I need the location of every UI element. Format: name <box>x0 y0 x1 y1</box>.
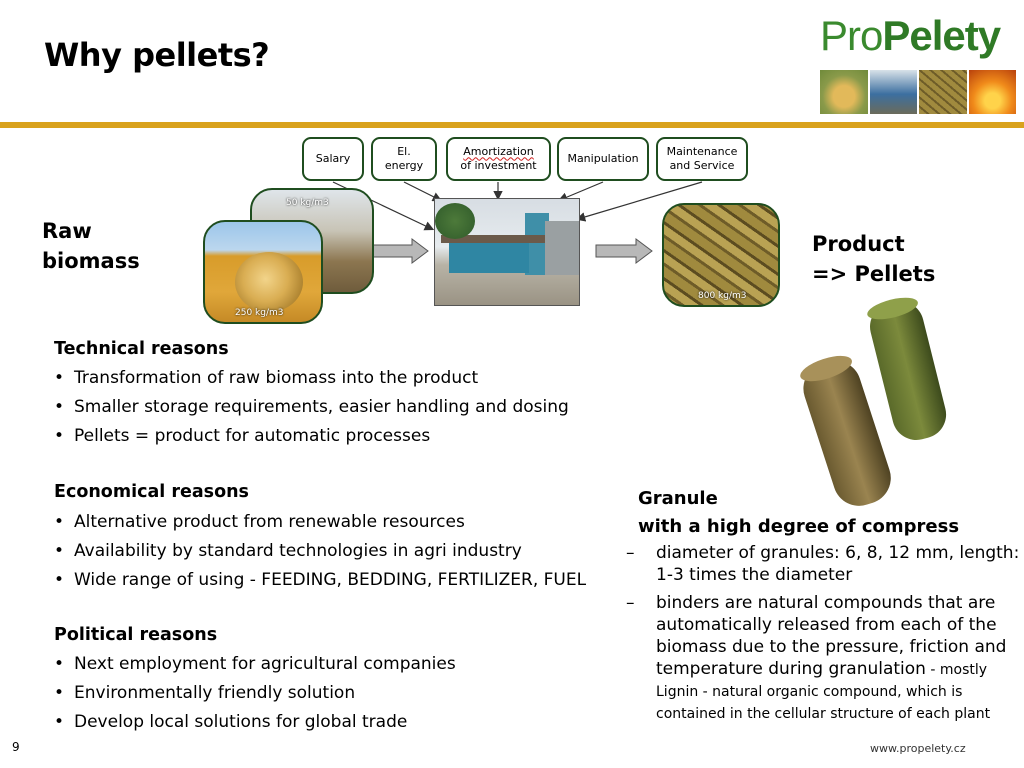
pellet-brown <box>800 355 891 506</box>
list-item: Alternative product from renewable resou… <box>54 508 586 537</box>
logo-photo-strip <box>820 70 1016 114</box>
economical-reasons-list: Alternative product from renewable resou… <box>54 508 586 595</box>
list-item: Next employment for agricultural compani… <box>54 650 456 679</box>
cost-box-salary-label: Salary <box>315 152 351 166</box>
granule-title-line2: with a high degree of compress <box>638 516 960 537</box>
cost-box-salary: Salary <box>302 137 364 181</box>
connector-manipulation <box>557 181 604 202</box>
logo-text-pro: Pro <box>820 12 883 59</box>
raw-biomass-photo-front: 250 kg/m3 <box>203 220 323 324</box>
slide-title: Why pellets? <box>44 36 270 74</box>
list-item: diameter of granules: 6, 8, 12 mm, lengt… <box>622 542 1022 586</box>
list-item: Smaller storage requirements, easier han… <box>54 393 569 422</box>
list-item: Environmentally friendly solution <box>54 679 456 708</box>
list-item: Develop local solutions for global trade <box>54 708 456 737</box>
cost-box-energy-line1: El. <box>397 145 411 159</box>
plant-machinery-image <box>449 243 529 273</box>
cost-box-maintenance-line1: Maintenance <box>666 145 738 159</box>
product-pellets-label: Product => Pellets <box>812 229 935 290</box>
list-item: Availability by standard technologies in… <box>54 537 586 566</box>
propelety-logo: ProPelety <box>820 12 1016 114</box>
cost-connector-lines <box>332 181 703 264</box>
cost-box-energy: El.energy <box>371 137 437 181</box>
pellet-closeup-image <box>800 297 947 506</box>
raw-biomass-label-line2: biomass <box>42 249 140 274</box>
product-label-line1: Product <box>812 232 905 256</box>
granule-title: Granule with a high degree of compress <box>638 485 959 541</box>
pellets-photo: 800 kg/m3 <box>662 203 780 307</box>
granule-title-line1: Granule <box>638 488 718 509</box>
header-divider <box>0 122 1024 128</box>
logo-wordmark: ProPelety <box>820 12 1001 60</box>
list-item: Transformation of raw biomass into the p… <box>54 364 569 393</box>
density-label-back: 50 kg/m3 <box>286 198 329 208</box>
raw-biomass-label: Raw biomass <box>42 216 140 277</box>
economical-reasons-heading: Economical reasons <box>54 482 249 502</box>
granule-lignin-note: - mostly Lignin - natural organic compou… <box>656 662 991 722</box>
density-label-front: 250 kg/m3 <box>235 308 284 318</box>
technical-reasons-list: Transformation of raw biomass into the p… <box>54 364 569 451</box>
pellet-green <box>867 297 947 440</box>
granule-dimensions-text: diameter of granules: 6, 8, 12 mm, lengt… <box>656 543 1020 585</box>
plant-roof-image <box>441 235 575 243</box>
plant-hall-image <box>545 221 579 275</box>
granule-binders-text: binders are natural compounds that are a… <box>656 593 1007 679</box>
granule-properties-list: diameter of granules: 6, 8, 12 mm, lengt… <box>622 542 1022 730</box>
logo-bale-photo <box>820 70 868 114</box>
political-reasons-list: Next employment for agricultural compani… <box>54 650 456 737</box>
raw-biomass-label-line1: Raw <box>42 219 92 243</box>
page-number: 9 <box>12 740 20 754</box>
cost-box-maintenance-line2: and Service <box>669 159 735 172</box>
political-reasons-heading: Political reasons <box>54 625 218 645</box>
product-label-line2: => Pellets <box>812 262 936 287</box>
flow-arrow-left <box>371 238 429 264</box>
website-url: www.propelety.cz <box>870 742 966 755</box>
logo-fire-photo <box>968 70 1016 114</box>
logo-pellets-photo <box>919 70 967 114</box>
cost-box-manipulation: Manipulation <box>557 137 649 181</box>
list-item: Wide range of using - FEEDING, BEDDING, … <box>54 566 586 595</box>
density-label-pellets: 800 kg/m3 <box>698 291 747 301</box>
pelleting-plant-photo <box>434 198 580 306</box>
list-item: Pellets = product for automatic processe… <box>54 422 569 451</box>
list-item: binders are natural compounds that are a… <box>622 592 1022 724</box>
hay-bale-image <box>235 252 303 312</box>
plant-trees-image <box>435 203 475 239</box>
connector-energy <box>403 181 443 202</box>
connector-maintenance <box>575 181 703 222</box>
cost-box-amortization-line2: of investment <box>460 159 537 172</box>
technical-reasons-heading: Technical reasons <box>54 339 229 359</box>
logo-text-pelety: Pelety <box>882 12 1001 59</box>
logo-machine-photo <box>869 70 917 114</box>
flow-arrow-right <box>595 238 653 264</box>
cost-box-energy-line2: energy <box>384 159 424 172</box>
cost-box-amortization-line1: Amortization <box>463 145 534 159</box>
cost-box-manipulation-label: Manipulation <box>567 152 639 166</box>
